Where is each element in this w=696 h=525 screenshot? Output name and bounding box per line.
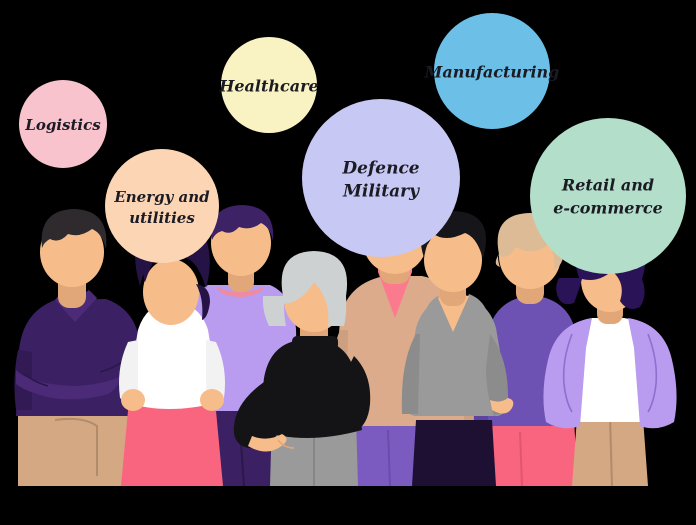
- bubble-logistics[interactable]: Logistics: [19, 80, 107, 168]
- bubble-manufacturing-circle: [434, 13, 550, 129]
- person-1-man-crossed-arms: [14, 209, 142, 486]
- bubble-defence-military-circle: [302, 99, 460, 257]
- person-4-woman-grey-hair-black-turtleneck: [233, 251, 371, 486]
- bubble-retail-and-e-commerce[interactable]: Retail and e-commerce: [530, 118, 686, 274]
- bubble-defence-military[interactable]: Defence Military: [302, 99, 460, 257]
- person-2-woman-white-top: [119, 214, 225, 486]
- person-8-woman-lilac-jacket: [543, 229, 677, 487]
- bottom-crop-band: [0, 486, 696, 525]
- bubble-healthcare-circle: [221, 37, 317, 133]
- bubble-retail-and-e-commerce-circle: [530, 118, 686, 274]
- bubble-logistics-circle: [19, 80, 107, 168]
- bubble-energy-and-utilities[interactable]: Energy and utilities: [105, 149, 219, 263]
- bubble-energy-and-utilities-circle: [105, 149, 219, 263]
